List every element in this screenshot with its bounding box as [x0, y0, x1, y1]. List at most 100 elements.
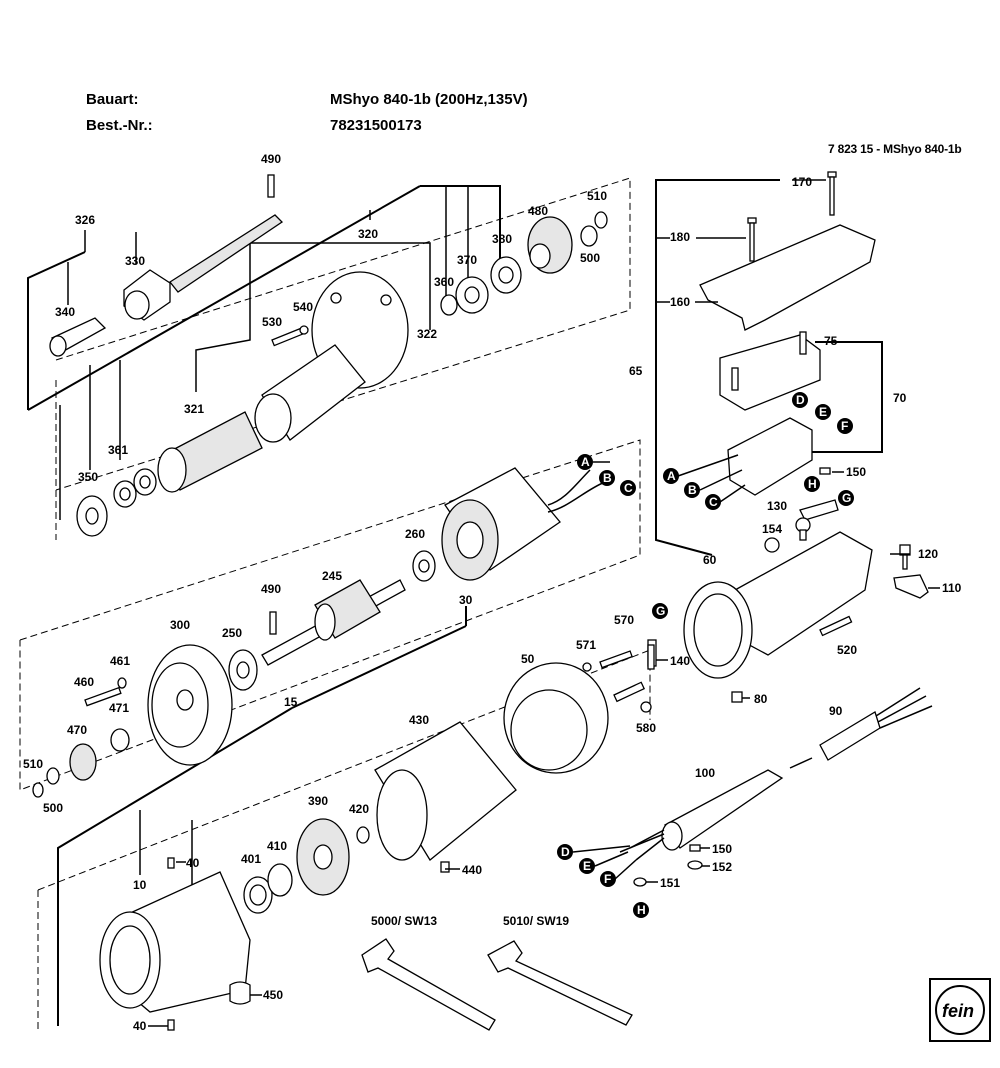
label-A-2: A [667, 469, 676, 483]
bestnr-label: Best.-Nr.: [86, 117, 153, 134]
label-460: 460 [74, 675, 94, 689]
label-510-mid: 510 [23, 757, 43, 771]
label-340: 340 [55, 305, 75, 319]
label-321: 321 [184, 402, 204, 416]
bracket-lines [27, 179, 883, 1026]
lower-assembly [99, 639, 657, 1031]
label-250: 250 [222, 626, 242, 640]
label-360: 360 [434, 275, 454, 289]
bauart-label: Bauart: [86, 91, 139, 108]
pin-490-top [267, 174, 275, 198]
label-130: 130 [767, 499, 787, 513]
label-580: 580 [636, 721, 656, 735]
label-15: 15 [284, 695, 298, 709]
label-160: 160 [670, 295, 690, 309]
label-5010-sw19: 5010/ SW19 [503, 914, 569, 928]
label-420: 420 [349, 802, 369, 816]
label-H-2: H [637, 903, 646, 917]
right-assembly [361, 171, 933, 1031]
label-245: 245 [322, 569, 342, 583]
label-410: 410 [267, 839, 287, 853]
pin-490-middle [269, 611, 277, 635]
label-75: 75 [824, 334, 838, 348]
label-10: 10 [133, 878, 147, 892]
drawing-code: 7 823 15 - MShyo 840-1b [828, 142, 962, 156]
label-330: 330 [125, 254, 145, 268]
label-154: 154 [762, 522, 782, 536]
label-350: 350 [78, 470, 98, 484]
svg-text:fein: fein [942, 1001, 974, 1021]
label-520: 520 [837, 643, 857, 657]
label-361: 361 [108, 443, 128, 457]
part-labels: 490 326 330 340 320 360 370 380 480 510 … [23, 152, 962, 1033]
label-C-1: C [624, 481, 633, 495]
label-461: 461 [110, 654, 130, 668]
label-370: 370 [457, 253, 477, 267]
label-326: 326 [75, 213, 95, 227]
label-490-top: 490 [261, 152, 281, 166]
label-390: 390 [308, 794, 328, 808]
label-H-1: H [808, 477, 817, 491]
bestnr-value: 78231500173 [330, 117, 422, 134]
label-440: 440 [462, 863, 482, 877]
label-50: 50 [521, 652, 535, 666]
label-B-1: B [603, 471, 612, 485]
label-B-2: B [688, 483, 697, 497]
label-530: 530 [262, 315, 282, 329]
label-320: 320 [358, 227, 378, 241]
label-500-mid: 500 [43, 801, 63, 815]
label-D-1: D [796, 393, 805, 407]
label-100: 100 [695, 766, 715, 780]
label-380: 380 [492, 232, 512, 246]
label-180: 180 [670, 230, 690, 244]
bauart-value: MShyo 840-1b (200Hz,135V) [330, 91, 528, 108]
fein-logo: fein [929, 978, 991, 1042]
middle-assembly [32, 467, 606, 798]
label-471: 471 [109, 701, 129, 715]
label-G-1: G [842, 491, 851, 505]
label-152: 152 [712, 860, 732, 874]
upper-assembly [49, 174, 608, 537]
label-40-top: 40 [186, 856, 200, 870]
label-90: 90 [829, 704, 843, 718]
label-140: 140 [670, 654, 690, 668]
leader-lines [148, 179, 940, 1027]
label-490-mid: 490 [261, 582, 281, 596]
label-F-2: F [604, 872, 611, 886]
label-5000-sw13: 5000/ SW13 [371, 914, 437, 928]
label-65: 65 [629, 364, 643, 378]
label-D-2: D [561, 845, 570, 859]
label-A-1: A [581, 455, 590, 469]
label-260: 260 [405, 527, 425, 541]
label-540: 540 [293, 300, 313, 314]
label-110: 110 [942, 581, 962, 595]
assembly-outlines [19, 177, 651, 1030]
label-70: 70 [893, 391, 907, 405]
label-480: 480 [528, 204, 548, 218]
label-401: 401 [241, 852, 261, 866]
label-E-1: E [819, 405, 827, 419]
label-510-top: 510 [587, 189, 607, 203]
label-322: 322 [417, 327, 437, 341]
label-430: 430 [409, 713, 429, 727]
callout-circles [557, 392, 854, 918]
label-120: 120 [918, 547, 938, 561]
label-150-top: 150 [846, 465, 866, 479]
label-300: 300 [170, 618, 190, 632]
label-170: 170 [792, 175, 812, 189]
label-150-bottom: 150 [712, 842, 732, 856]
label-E-2: E [583, 859, 591, 873]
label-C-2: C [709, 495, 718, 509]
label-G-2: G [656, 604, 665, 618]
label-450: 450 [263, 988, 283, 1002]
label-570: 570 [614, 613, 634, 627]
label-470: 470 [67, 723, 87, 737]
label-40-bottom: 40 [133, 1019, 147, 1033]
label-500-top: 500 [580, 251, 600, 265]
spindle-shaft [169, 214, 284, 293]
label-30: 30 [459, 593, 473, 607]
label-151: 151 [660, 876, 680, 890]
label-80: 80 [754, 692, 768, 706]
label-571: 571 [576, 638, 596, 652]
